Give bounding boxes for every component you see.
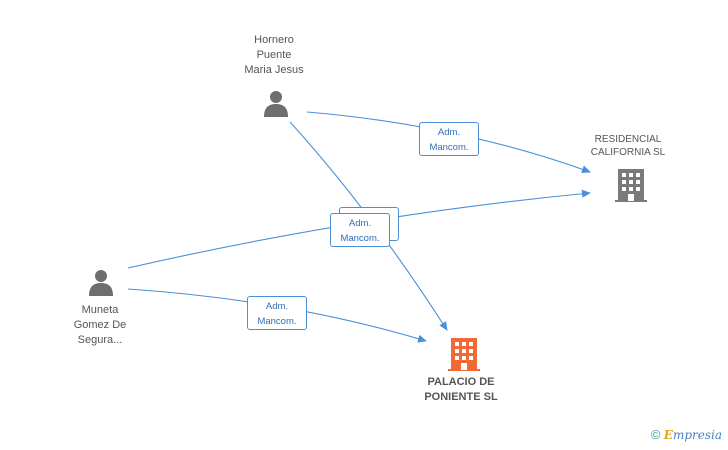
building-icon[interactable]	[447, 336, 481, 372]
edge-label-line: Mancom.	[257, 316, 297, 327]
person-icon[interactable]	[261, 88, 291, 118]
brand-initial: E	[663, 428, 673, 442]
edge-label-center-stack[interactable]: Adm. Mancom.	[330, 213, 390, 247]
person-name-line: Segura...	[77, 334, 123, 346]
person-label-muneta[interactable]: Muneta Gomez De Segura...	[50, 303, 150, 348]
building-icon[interactable]	[614, 167, 648, 203]
copyright-watermark: © Empresia	[651, 427, 722, 442]
person-name-line: Maria Jesus	[244, 64, 304, 76]
edge-label-line: Mancom.	[340, 233, 380, 244]
person-name-line: Hornero	[254, 34, 294, 46]
edge-label-line: Adm.	[265, 301, 289, 312]
company-label-palacio[interactable]: PALACIO DE PONIENTE SL	[405, 375, 517, 405]
person-label-hornero[interactable]: Hornero Puente Maria Jesus	[222, 33, 326, 78]
company-name-line: CALIFORNIA SL	[590, 147, 666, 158]
edge-label-line: Mancom.	[429, 142, 469, 153]
edge-label-line: Adm.	[437, 127, 461, 138]
person-name-line: Muneta	[81, 304, 119, 316]
brand-name: mpresia	[672, 428, 722, 442]
company-name-line: PONIENTE SL	[424, 391, 498, 403]
company-name-line: RESIDENCIAL	[594, 134, 662, 145]
edge-label-line: Adm.	[348, 218, 372, 229]
company-name-line: PALACIO DE	[427, 376, 495, 388]
person-icon[interactable]	[86, 267, 116, 297]
edge-label-muneta-palacio[interactable]: Adm. Mancom.	[247, 296, 307, 330]
copyright-symbol: ©	[650, 427, 661, 442]
person-name-line: Puente	[256, 49, 292, 61]
edge-label-hornero-residencial[interactable]: Adm. Mancom.	[419, 122, 479, 156]
company-label-residencial[interactable]: RESIDENCIAL CALIFORNIA SL	[572, 133, 684, 159]
person-name-line: Gomez De	[73, 319, 127, 331]
